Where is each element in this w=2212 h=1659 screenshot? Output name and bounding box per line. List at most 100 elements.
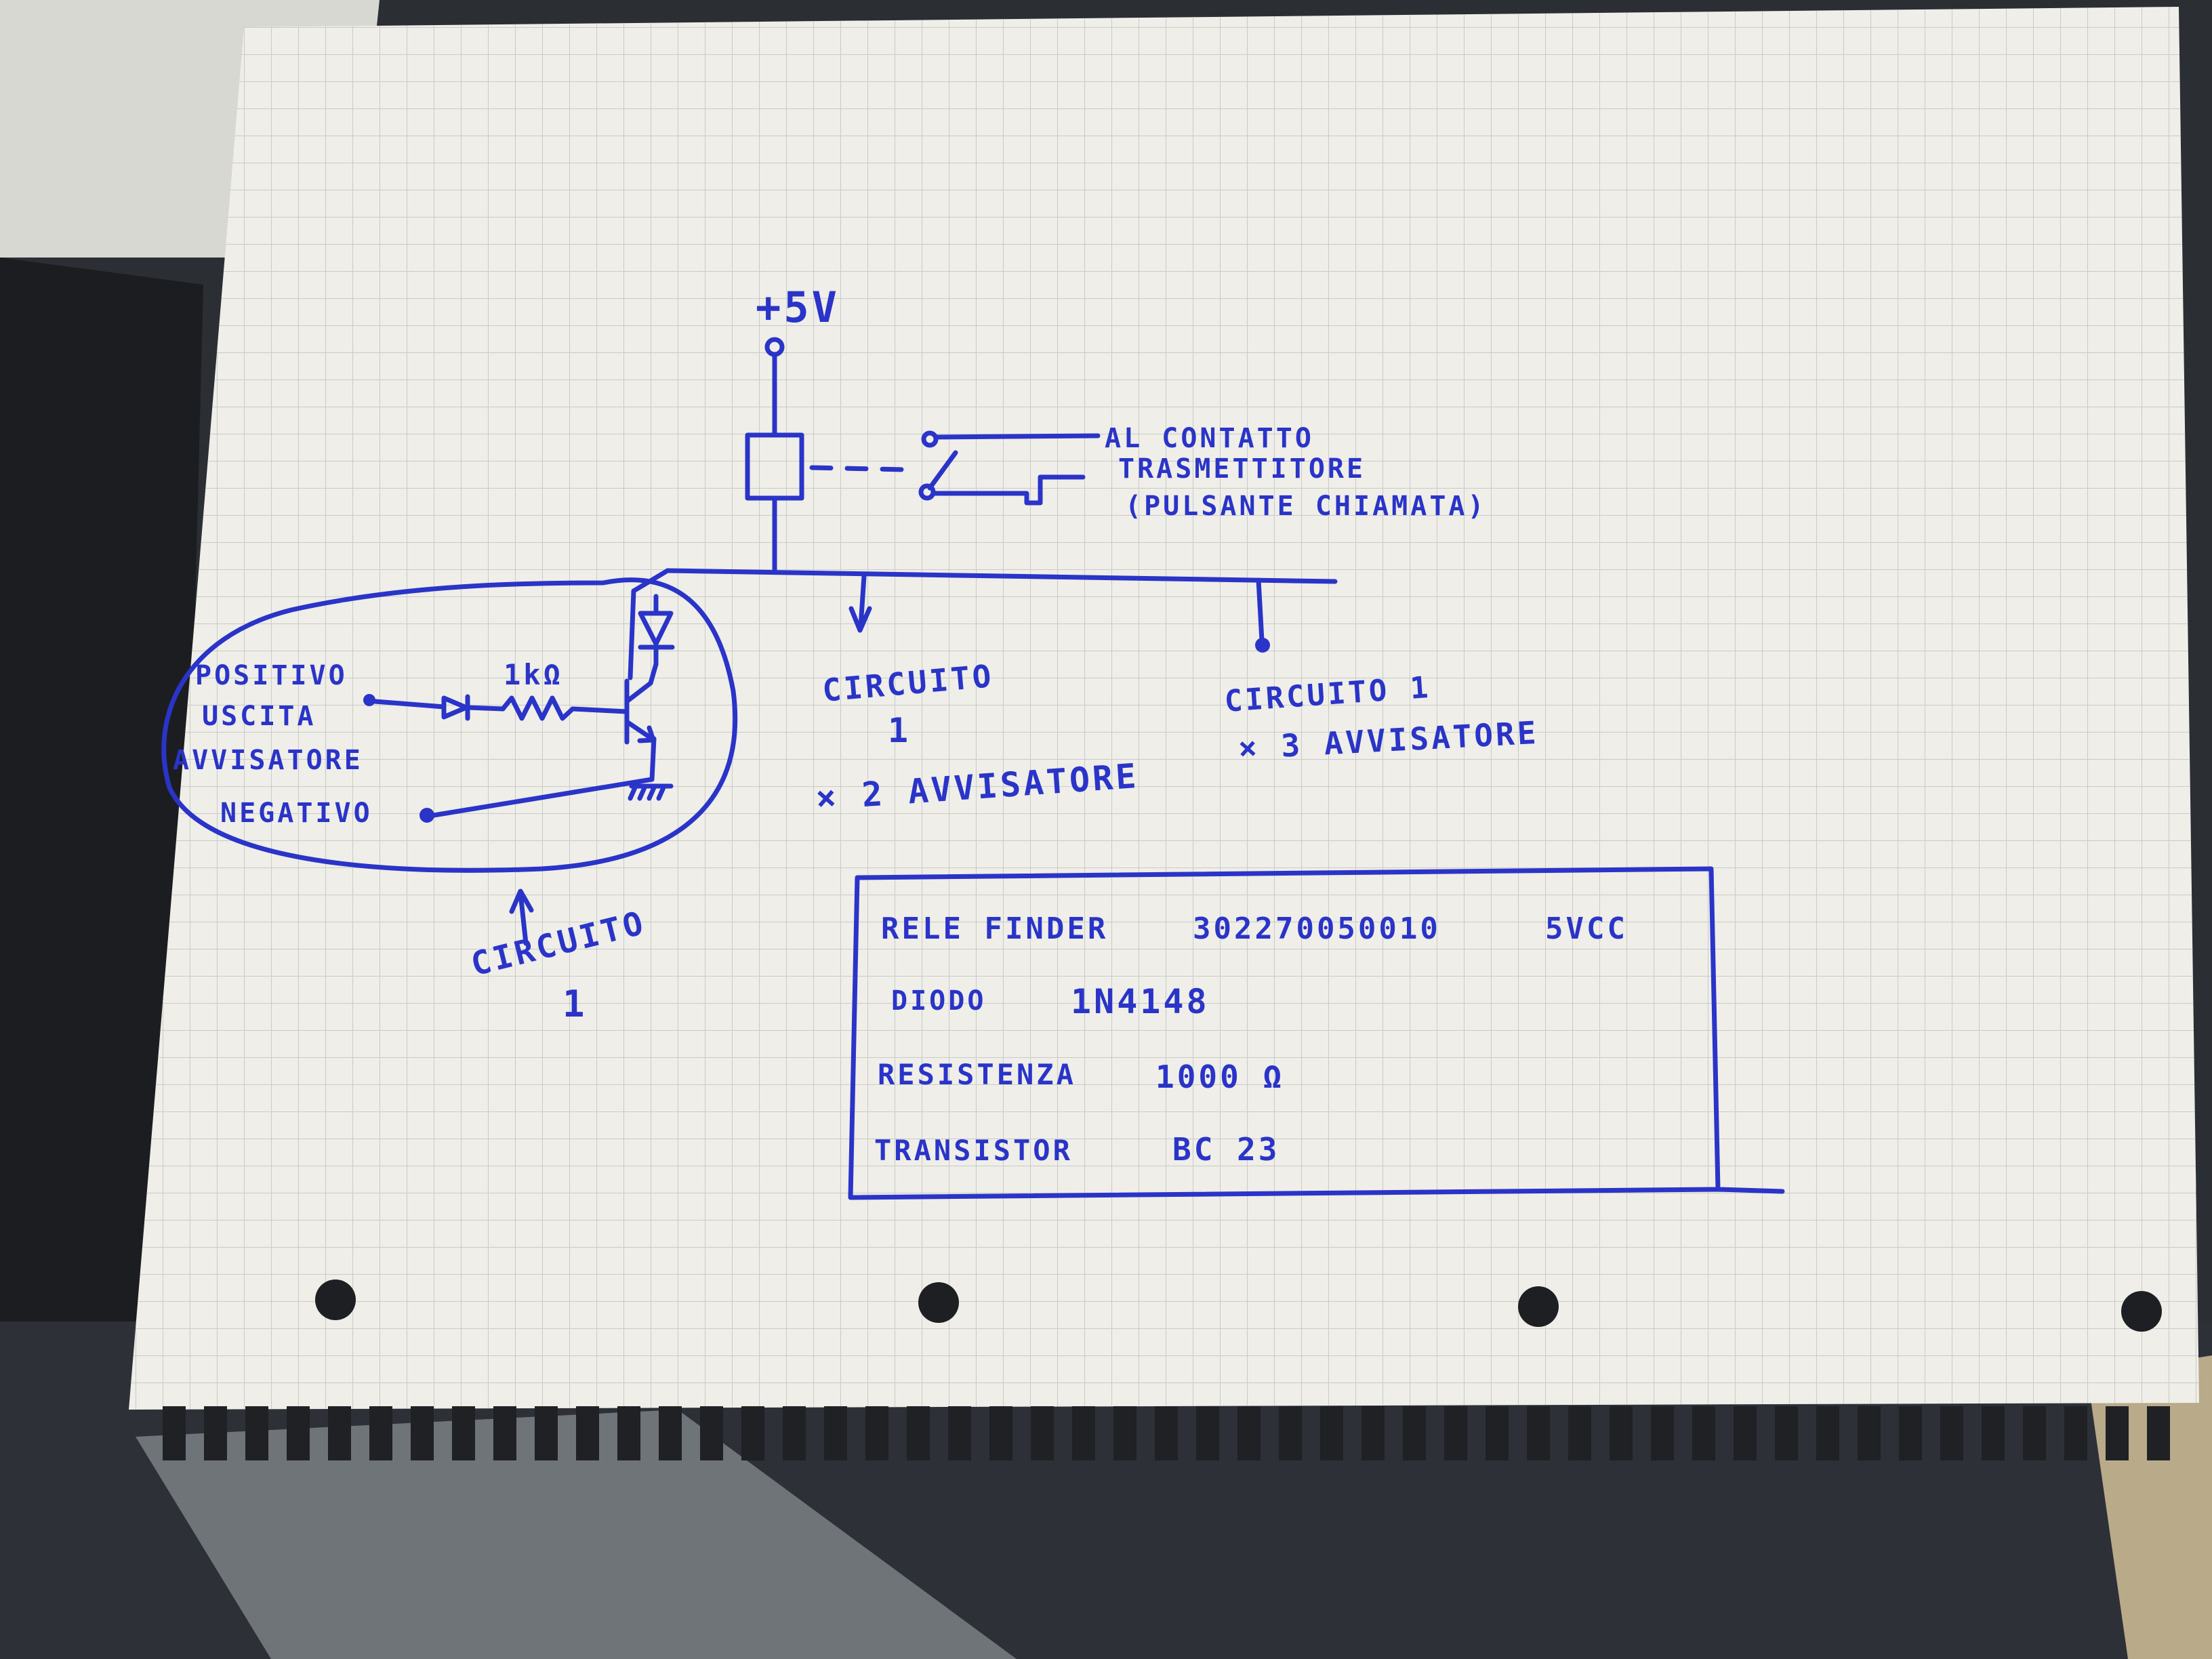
perforation-tooth [1858, 1406, 1881, 1460]
circuit-1-enclosure [161, 577, 738, 873]
output-label: USCITA [202, 701, 316, 732]
input-resistor [500, 695, 575, 721]
perforation-tooth [163, 1406, 186, 1460]
component-extra: 5VCC [1545, 912, 1628, 946]
perforation-tooth [741, 1406, 764, 1460]
component-name: RESISTENZA [878, 1058, 1076, 1091]
branch-3-stub [1256, 577, 1265, 643]
perforation-tooth [535, 1406, 558, 1460]
perforation-tooth [1940, 1406, 1963, 1460]
perforation-tooth [1816, 1406, 1839, 1460]
perforation-tooth [617, 1406, 640, 1460]
binder-hole [918, 1282, 959, 1323]
perforation-tooth [1651, 1406, 1674, 1460]
input-wire-3 [570, 706, 630, 714]
perforation-tooth [700, 1406, 723, 1460]
transistor-collector [624, 661, 659, 704]
component-value: 302270050010 [1193, 912, 1441, 946]
perforation-tooth [1527, 1406, 1550, 1460]
perforation-tooth [659, 1406, 682, 1460]
input-wire-1 [372, 699, 447, 710]
perforation-tooth [1361, 1406, 1385, 1460]
perforation-tooth [907, 1406, 930, 1460]
switch-wire-top [933, 433, 1101, 440]
branch-2-stub [858, 573, 867, 630]
negative-wire [431, 777, 655, 818]
component-name: TRANSISTOR [874, 1134, 1073, 1167]
branch-2-label-2: 1 [888, 711, 911, 750]
perforation-tooth [369, 1406, 392, 1460]
perforation-tooth [245, 1406, 268, 1460]
table-row: DIODO 1N4148 [891, 982, 1210, 1021]
switch-blade [927, 450, 958, 491]
resistor-label: 1kΩ [504, 658, 563, 691]
table-row: TRANSISTOR BC 23 [874, 1131, 1279, 1168]
binder-holes [315, 1279, 2162, 1332]
main-bus [665, 568, 1338, 584]
perforation-tooth [865, 1406, 888, 1460]
perforation-tooth [989, 1406, 1012, 1460]
notebook-paper [129, 7, 2199, 1410]
components-table: RELE FINDER 302270050010 5VCC DIODO 1N41… [874, 912, 1628, 1168]
positive-input-terminal [363, 694, 375, 706]
perforation-tooth [493, 1406, 516, 1460]
perforation-tooth [452, 1406, 475, 1460]
component-name: RELE FINDER [881, 912, 1108, 946]
table-row: RELE FINDER 302270050010 5VCC [881, 912, 1628, 946]
ground-symbol [628, 783, 674, 801]
negative-label: NEGATIVO [220, 798, 373, 829]
perforation-tooth [1196, 1406, 1219, 1460]
binder-hole [315, 1279, 356, 1320]
perforation-tooth [576, 1406, 599, 1460]
perforation-tooth [328, 1406, 351, 1460]
alarm-label: AVVISATORE [173, 745, 363, 776]
circuit-1-note-line2: 1 [562, 983, 588, 1025]
perforation-tooth [1403, 1406, 1426, 1460]
perforation-tooth [1775, 1406, 1798, 1460]
circuit-1-arrow [509, 888, 534, 946]
perforation-tooth [948, 1406, 971, 1460]
component-value: 1N4148 [1071, 982, 1210, 1021]
binder-hole [1518, 1286, 1559, 1327]
perforation-tooth [411, 1406, 434, 1460]
input-wire-2 [465, 705, 506, 712]
perforation-tooth [1610, 1406, 1633, 1460]
perforation-tooth [2106, 1406, 2129, 1460]
perforation-tooth [2064, 1406, 2087, 1460]
perforation-tooth [1072, 1406, 1095, 1460]
branch-3-node [1255, 638, 1270, 653]
perforation-tooth [1734, 1406, 1757, 1460]
transistor-emitter [624, 719, 655, 741]
perforation-strip [163, 1406, 2170, 1460]
perforation-tooth [1692, 1406, 1715, 1460]
perforation-tooth [2147, 1406, 2170, 1460]
perforation-tooth [1982, 1406, 2005, 1460]
circuit-schematic [161, 337, 1785, 1200]
perforation-tooth [1113, 1406, 1136, 1460]
emitter-wire [649, 736, 657, 782]
perforation-tooth [1486, 1406, 1509, 1460]
perforation-tooth [1320, 1406, 1343, 1460]
relay-contact-label-2: TRASMETTITORE [1118, 453, 1366, 485]
perforation-tooth [2023, 1406, 2046, 1460]
relay-coupling-dashed [809, 465, 909, 472]
binder-hole [2121, 1291, 2162, 1332]
perforation-tooth [1568, 1406, 1591, 1460]
perforation-tooth [783, 1406, 806, 1460]
component-name: DIODO [891, 985, 986, 1017]
positive-label: POSITIVO [195, 660, 348, 691]
perforation-tooth [1279, 1406, 1302, 1460]
switch-wire-bottom [930, 474, 1086, 506]
component-value: 1000 Ω [1155, 1059, 1284, 1095]
negative-input-terminal [419, 808, 434, 823]
perforation-tooth [1031, 1406, 1054, 1460]
relay-contact-label-3: (PULSANTE CHIAMATA) [1125, 491, 1487, 522]
component-value: BC 23 [1172, 1131, 1279, 1168]
perforation-tooth [1444, 1406, 1467, 1460]
perforation-tooth [1155, 1406, 1178, 1460]
components-box [848, 866, 1785, 1200]
branch-2-arrow [848, 606, 872, 633]
perforation-tooth [287, 1406, 310, 1460]
perforation-tooth [204, 1406, 227, 1460]
